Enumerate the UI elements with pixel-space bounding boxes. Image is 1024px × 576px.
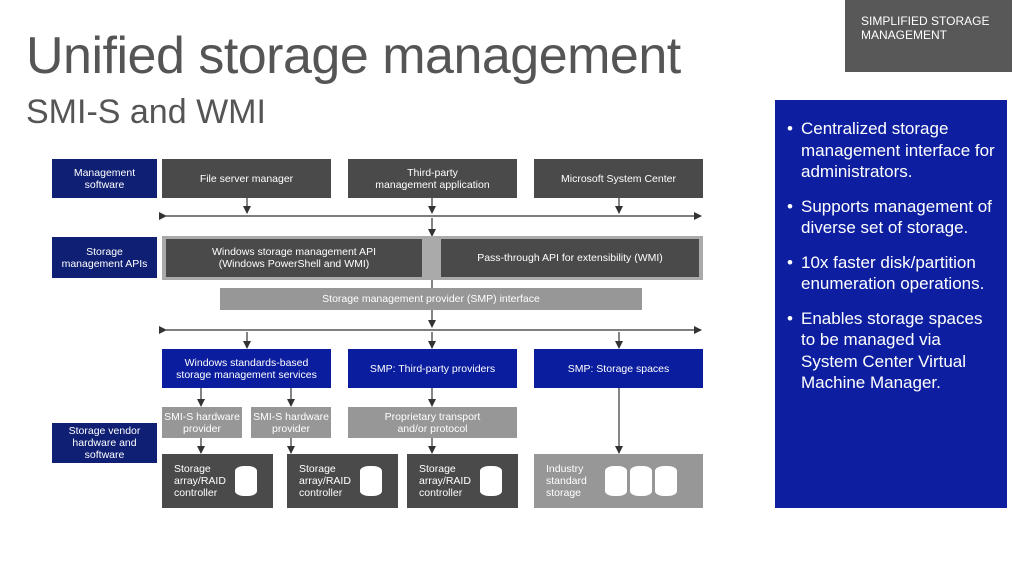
storage-array-2-label: Storage array/RAID controller — [299, 463, 351, 499]
file-server-manager-box: File server manager — [162, 159, 331, 198]
benefit-item: Enables storage spaces to be managed via… — [787, 308, 1001, 394]
storage-array-1: Storage array/RAID controller — [162, 454, 273, 508]
windows-storage-api-box: Windows storage management API (Windows … — [166, 239, 422, 277]
smp-storage-spaces-box: SMP: Storage spaces — [534, 349, 703, 388]
windows-services-box: Windows standards-based storage manageme… — [162, 349, 331, 388]
storage-array-3-label: Storage array/RAID controller — [419, 463, 471, 499]
label-storage-vendor: Storage vendor hardware and software — [52, 423, 157, 463]
page-title: Unified storage management — [26, 27, 681, 85]
section-tag: SIMPLIFIED STORAGE MANAGEMENT — [845, 0, 1012, 72]
benefit-item: 10x faster disk/partition enumeration op… — [787, 252, 1001, 295]
smp-third-party-box: SMP: Third-party providers — [348, 349, 517, 388]
disk-icon — [480, 466, 502, 496]
smp-interface-box: Storage management provider (SMP) interf… — [220, 288, 642, 310]
storage-array-1-label: Storage array/RAID controller — [174, 463, 226, 499]
label-storage-management-apis: Storage management APIs — [52, 237, 157, 278]
smi-s-provider-1: SMI-S hardware provider — [162, 407, 242, 438]
system-center-box: Microsoft System Center — [534, 159, 703, 198]
industry-standard-storage: Industry standard storage — [534, 454, 703, 508]
page-subtitle: SMI-S and WMI — [26, 93, 266, 131]
industry-storage-label: Industry standard storage — [546, 463, 587, 499]
storage-array-3: Storage array/RAID controller — [407, 454, 518, 508]
disk-icon — [630, 466, 652, 496]
label-management-software: Management software — [52, 159, 157, 198]
third-party-app-box: Third-party management application — [348, 159, 517, 198]
pass-through-api-box: Pass-through API for extensibility (WMI) — [441, 239, 699, 277]
benefits-panel: Centralized storage management interface… — [775, 100, 1007, 508]
benefit-item: Supports management of diverse set of st… — [787, 196, 1001, 239]
smi-s-provider-2: SMI-S hardware provider — [251, 407, 331, 438]
disk-icon — [360, 466, 382, 496]
disk-icon — [235, 466, 257, 496]
proprietary-transport-box: Proprietary transport and/or protocol — [348, 407, 517, 438]
storage-array-2: Storage array/RAID controller — [287, 454, 398, 508]
benefit-item: Centralized storage management interface… — [787, 118, 1001, 183]
disk-icon — [605, 466, 627, 496]
disk-icon — [655, 466, 677, 496]
